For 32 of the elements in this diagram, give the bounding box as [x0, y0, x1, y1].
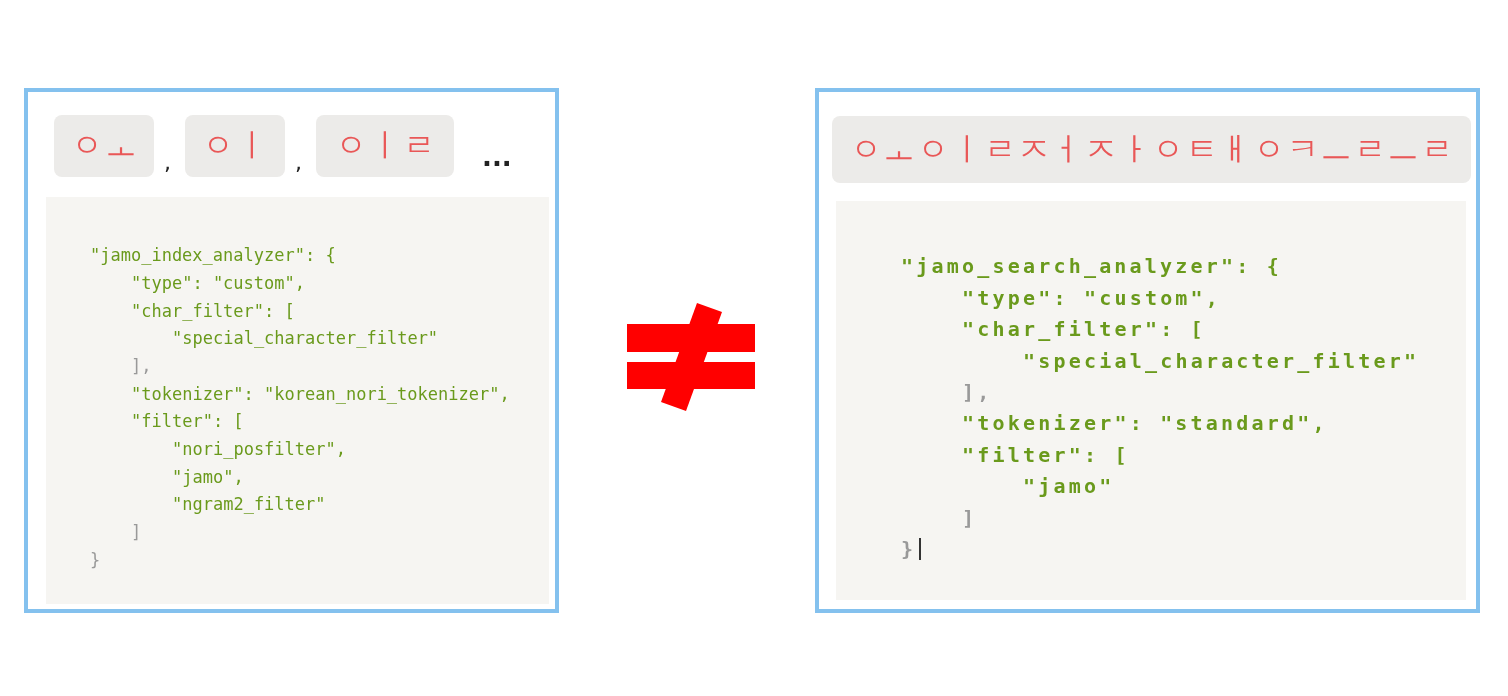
code-line: "tokenizer": "korean_nori_tokenizer", — [131, 382, 510, 406]
jamo-token: ㅇㅗㅇㅣㄹㅈㅓㅈㅏㅇㅌㅐㅇㅋㅡㄹㅡㄹ — [832, 116, 1471, 183]
code-line: "special_character_filter" — [1023, 347, 1420, 375]
code-line: "char_filter": [ — [962, 316, 1206, 344]
code-line: } — [901, 535, 917, 563]
code-line: "jamo_search_analyzer": { — [901, 253, 1283, 281]
code-line: "ngram2_filter" — [172, 493, 326, 517]
code-line: ], — [962, 378, 993, 406]
code-line: ], — [131, 354, 152, 378]
code-line: "type": "custom", — [131, 271, 305, 295]
jamo-token: ㅇㅣㄹ — [316, 115, 454, 177]
comparison-panel — [24, 88, 559, 613]
code-block — [836, 201, 1466, 600]
code-line: "char_filter": [ — [131, 299, 295, 323]
code-line: } — [90, 548, 101, 572]
ellipsis: ... — [482, 142, 512, 172]
code-line: "jamo" — [1023, 473, 1115, 501]
code-line: "jamo", — [172, 465, 244, 489]
code-line: ] — [962, 504, 978, 532]
jamo-token: ㅇㅣ — [185, 115, 285, 177]
code-line: "filter": [ — [131, 410, 244, 434]
comparison-panel — [815, 88, 1480, 613]
code-line: "tokenizer": "standard", — [962, 410, 1328, 438]
jamo-token: ㅇㅗ — [54, 115, 154, 177]
comma-separator: , — [295, 150, 302, 175]
code-line: "filter": [ — [962, 441, 1130, 469]
code-line: "jamo_index_analyzer": { — [90, 244, 336, 268]
code-line: "special_character_filter" — [172, 327, 439, 351]
comma-separator: , — [164, 150, 171, 175]
code-line: "nori_posfilter", — [172, 438, 346, 462]
code-line: ] — [131, 521, 142, 545]
code-line: "type": "custom", — [962, 284, 1222, 312]
